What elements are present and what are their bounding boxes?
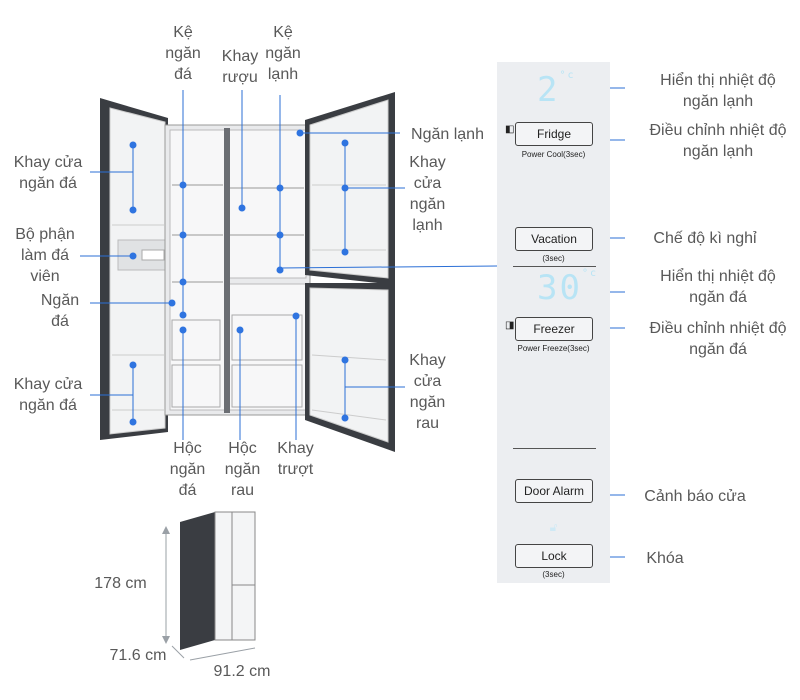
label-lock: Khóa	[646, 550, 684, 567]
divider	[513, 448, 596, 449]
dimension-arrows	[162, 526, 256, 661]
control-panel: 2°c ◧ Fridge Power Cool(3sec) Vacation (…	[497, 62, 610, 583]
label-left-door-tray-bottom: Khay cửa ngăn đá	[13, 376, 83, 414]
label-vacation: Chế độ kì nghỉ	[653, 230, 757, 247]
dimension-height: 178 cm	[94, 575, 147, 592]
lock-button[interactable]: Lock	[515, 544, 593, 568]
door-alarm-button[interactable]: Door Alarm	[515, 479, 593, 503]
freezer-button[interactable]: Freezer	[515, 317, 593, 341]
divider	[513, 266, 596, 267]
lock-button-sub: (3sec)	[542, 570, 565, 579]
freezer-icon: ◨	[505, 320, 515, 331]
label-fridge-shelf: Kệ ngăn lạnh	[265, 24, 301, 83]
label-door-alarm: Cảnh báo cửa	[644, 488, 746, 505]
lock-icon: 🔓︎	[549, 520, 558, 534]
freezer-button-sub: Power Freeze(3sec)	[517, 344, 590, 353]
label-fridge-door-tray: Khay cửa ngăn lạnh	[409, 154, 446, 234]
label-ice-maker: Bộ phận làm đá viên	[15, 226, 75, 285]
dimension-fridge	[180, 511, 256, 650]
label-veg-door-tray: Khay cửa ngăn rau	[409, 352, 446, 432]
marker-dots	[129, 129, 349, 426]
label-freezer: Ngăn đá	[40, 292, 80, 330]
freezer-temp-display: 30°c	[537, 268, 598, 308]
freezer-compartment	[169, 129, 226, 411]
dimension-depth: 71.6 cm	[109, 647, 167, 664]
label-freezer-drawer: Hộc ngăn đá	[169, 440, 206, 499]
label-fridge-compartment: Ngăn lạnh	[411, 126, 484, 143]
label-freezer-shelf: Kệ ngăn đá	[165, 24, 201, 83]
vacation-button[interactable]: Vacation	[515, 227, 593, 251]
label-slide-tray: Khay trượt	[277, 440, 314, 478]
label-freezer-display: Hiển thị nhiệt độ ngăn đá	[660, 268, 776, 306]
label-fridge-display: Hiển thị nhiệt độ ngăn lạnh	[660, 72, 776, 110]
vacation-button-sub: (3sec)	[542, 254, 565, 263]
dimension-width: 91.2 cm	[213, 663, 271, 680]
label-veg-drawer: Hộc ngăn rau	[224, 440, 261, 499]
label-freezer-adjust: Điều chỉnh nhiệt độ ngăn đá	[649, 320, 787, 358]
label-wine-rack: Khay rượu	[221, 48, 259, 86]
fridge-button-sub: Power Cool(3sec)	[521, 150, 586, 159]
left-door-inner	[109, 107, 166, 435]
fridge-compartment	[227, 129, 307, 279]
fridge-icon: ◧	[505, 124, 515, 135]
label-fridge-adjust: Điều chỉnh nhiệt độ ngăn lạnh	[649, 122, 787, 160]
veg-compartment	[227, 283, 307, 411]
fridge-temp-display: 2°c	[537, 70, 576, 110]
fridge-button[interactable]: Fridge	[515, 122, 593, 146]
label-left-door-tray-top: Khay cửa ngăn đá	[13, 154, 83, 192]
